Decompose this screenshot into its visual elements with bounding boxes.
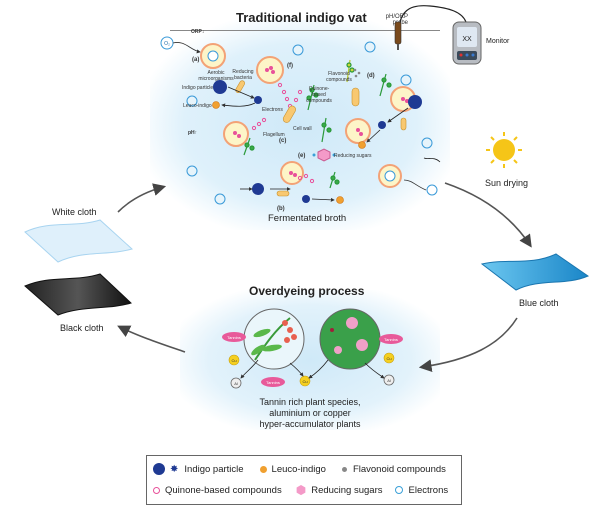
legend-reducing-sugars: Reducing sugars	[311, 484, 383, 496]
process-arrows	[221, 86, 441, 202]
caption-line-2: aluminium or copper	[269, 408, 351, 418]
hyperaccumulator-plant-icon	[319, 308, 381, 370]
caption-line-1: Tannin rich plant species,	[259, 397, 361, 407]
reducing-bacteria-icon	[235, 80, 407, 197]
leuco-indigo-label: Leuco-indigo	[183, 103, 212, 109]
step-c: (c)	[279, 138, 287, 144]
sun-icon	[486, 132, 522, 168]
legend-electrons: Electrons	[408, 484, 449, 496]
indigo-particle-large-icon	[153, 463, 165, 475]
vat-title: Traditional indigo vat	[236, 10, 367, 25]
hydroxide-ion-icons	[186, 41, 433, 205]
indigo-particle-star-icon: ✸	[170, 463, 179, 475]
svg-text:Cu: Cu	[302, 379, 307, 384]
aerobic-label: Aerobic microorganisms	[198, 70, 234, 82]
overdyeing-panel	[180, 290, 440, 430]
svg-text:Al: Al	[234, 381, 238, 386]
svg-text:XX: XX	[462, 36, 472, 43]
overdyeing-title: Overdyeing process	[249, 284, 365, 298]
reducing-sugars-label: Reducing sugars	[334, 153, 372, 159]
overdyeing-caption: Tannin rich plant species, aluminium or …	[230, 397, 390, 430]
step-a: (a)	[192, 57, 200, 63]
blue-cloth-label: Blue cloth	[519, 298, 559, 308]
reducing-sugar-legend-icon: ⬢	[295, 483, 307, 497]
cell-wall-label: Cell wall	[293, 126, 312, 132]
svg-text:Tannins: Tannins	[227, 335, 241, 340]
oxygen-icon-right	[378, 164, 438, 196]
legend-quinone: Quinone-based compounds	[165, 484, 282, 496]
black-cloth-label: Black cloth	[60, 323, 104, 333]
oxygen-icon: O₂	[160, 36, 201, 54]
monitor-label: Monitor	[486, 38, 510, 45]
ph-label: pH↑	[188, 130, 198, 136]
quinone-label: Quinone-based compounds	[306, 86, 332, 104]
step-e: (e)	[298, 153, 306, 159]
vat-surface-line	[170, 30, 440, 31]
ph-orp-probe-icon	[394, 5, 467, 50]
svg-text:Tannins: Tannins	[266, 380, 280, 385]
sun-drying-label: Sun drying	[485, 178, 529, 188]
step-f: (f)	[287, 63, 293, 69]
svg-text:Al: Al	[387, 378, 391, 383]
black-cloth-icon	[24, 273, 132, 316]
leuco-indigo-icon	[212, 101, 366, 204]
svg-text:Cu: Cu	[386, 356, 391, 361]
blue-cloth-icon	[480, 253, 590, 291]
reducing-sugar-icon	[312, 148, 336, 162]
legend-indigo-particle: Indigo particle	[184, 463, 244, 475]
leuco-indigo-icon	[259, 465, 267, 473]
aerobic-microorganism-icon	[200, 43, 226, 69]
fermentated-broth-label: Fermentated broth	[268, 213, 347, 224]
svg-text:Tannins: Tannins	[384, 337, 398, 342]
white-cloth-icon	[24, 219, 133, 263]
indigo-particle-icon	[213, 80, 422, 203]
svg-text:Cu: Cu	[231, 358, 236, 363]
legend-flavonoid: Flavonoid compounds	[352, 463, 446, 475]
svg-text:O₂: O₂	[164, 41, 170, 47]
aluminium-icons	[230, 374, 395, 389]
tannin-plant-icon	[243, 308, 305, 370]
copper-icons	[228, 352, 395, 387]
white-cloth-label: White cloth	[52, 207, 97, 217]
legend: ✸ Indigo particle Leuco-indigo Flavonoid…	[146, 455, 462, 505]
flavonoid-icon	[341, 466, 347, 472]
flagellum-label: Flagellum	[263, 132, 285, 138]
indigo-particle-label: Indigo particle	[182, 85, 214, 91]
legend-leuco-indigo: Leuco-indigo	[271, 463, 326, 475]
reducing-bacteria-label: Reducing bacteria	[232, 69, 254, 81]
electron-icon	[394, 486, 403, 494]
flavonoid-label: Flavonoid compounds	[326, 71, 352, 83]
step-b: (b)	[277, 206, 285, 212]
flavonoid-dots	[353, 68, 361, 78]
quinone-icon	[153, 486, 160, 494]
microbial-cell-icon	[223, 56, 416, 185]
step-d: (d)	[367, 73, 375, 79]
caption-line-3: hyper-accumulator plants	[259, 419, 361, 429]
tannins-badges	[222, 332, 403, 387]
cycle-arrows	[117, 182, 532, 372]
electrons-label: Electrons	[262, 107, 283, 113]
orp-label: ORP↓	[191, 29, 205, 35]
monitor-icon: XX	[452, 21, 482, 65]
